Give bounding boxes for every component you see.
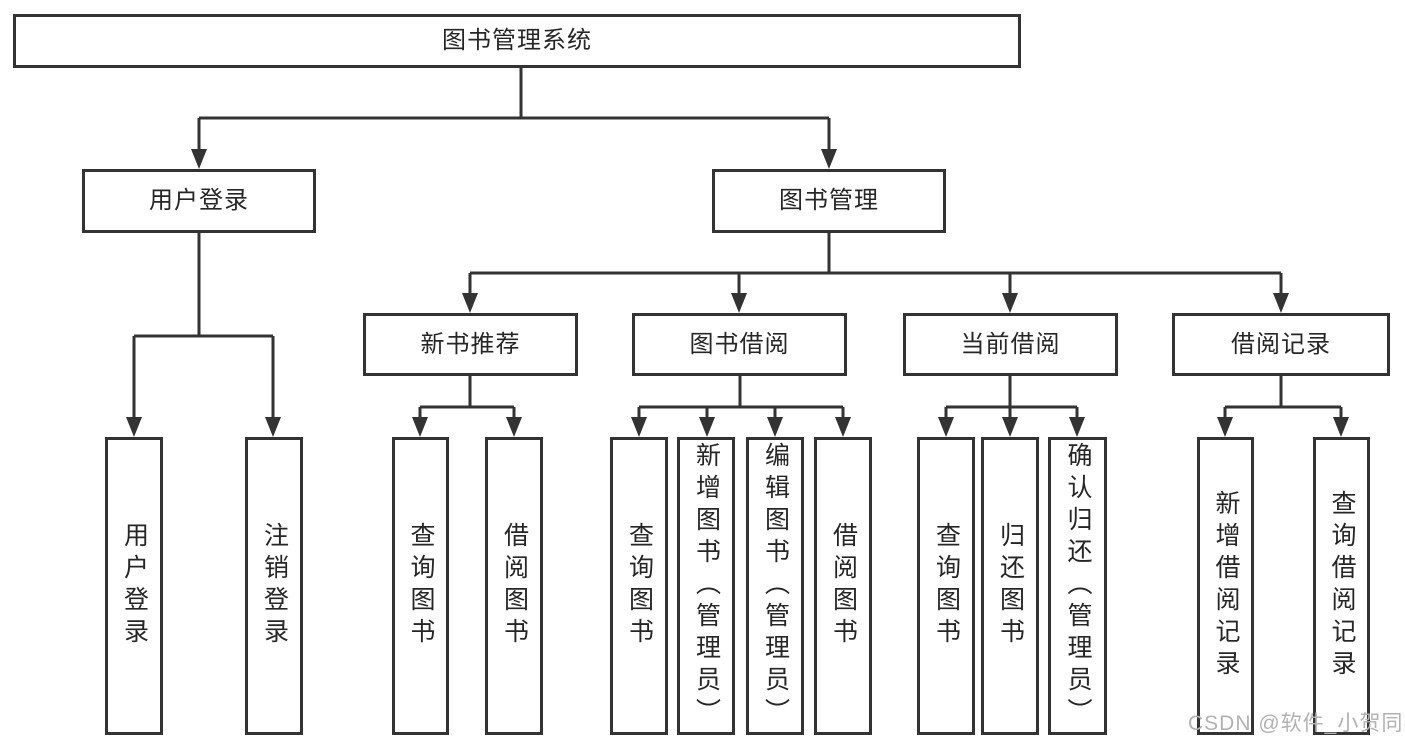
arrow-down-icon xyxy=(462,293,478,313)
node-logout-leaf-label: 注销登录 xyxy=(260,522,289,650)
arrow-down-icon xyxy=(126,417,142,437)
node-user-login-label: 用户登录 xyxy=(149,187,249,214)
node-nbr-borrow-books-label: 借阅图书 xyxy=(500,522,529,650)
arrow-down-icon xyxy=(191,149,207,169)
node-bb-add-books-admin-label: 新增图书（管理员） xyxy=(692,442,721,730)
arrow-down-icon xyxy=(1002,417,1018,437)
node-bb-query-books-label: 查询图书 xyxy=(625,522,654,650)
node-br-query-record: 查询借阅记录 xyxy=(1313,437,1370,735)
node-cb-query-books-label: 查询图书 xyxy=(932,522,961,650)
arrow-down-icon xyxy=(1002,293,1018,313)
arrow-down-icon xyxy=(506,417,522,437)
node-nbr-query-books-label: 查询图书 xyxy=(407,522,435,650)
connector-book-borrow-children xyxy=(637,376,845,418)
node-cb-confirm-return-admin-label: 确认归还（管理员） xyxy=(1064,442,1092,730)
arrow-down-icon xyxy=(412,417,428,437)
arrow-down-icon xyxy=(699,417,715,437)
arrow-down-icon xyxy=(821,149,837,169)
connector-current-borrow-children xyxy=(944,376,1079,418)
arrow-down-icon xyxy=(631,417,647,437)
connector-borrow-records-children xyxy=(1223,376,1343,418)
node-nbr-borrow-books: 借阅图书 xyxy=(485,437,543,735)
arrow-down-icon xyxy=(1333,417,1349,437)
arrow-down-icon xyxy=(767,417,783,437)
connector-new-book-recommend-children xyxy=(418,376,516,418)
node-book-borrow: 图书借阅 xyxy=(632,313,847,376)
arrow-down-icon xyxy=(1273,293,1289,313)
node-bb-borrow-books-label: 借阅图书 xyxy=(829,522,858,650)
node-cb-query-books: 查询图书 xyxy=(917,437,975,735)
node-bb-add-books-admin: 新增图书（管理员） xyxy=(677,437,735,735)
node-nbr-query-books: 查询图书 xyxy=(392,437,449,735)
node-user-login: 用户登录 xyxy=(82,169,316,233)
node-root-label: 图书管理系统 xyxy=(442,27,592,54)
node-bb-edit-books-admin-label: 编辑图书（管理员） xyxy=(761,442,790,730)
arrow-down-icon xyxy=(835,417,851,437)
node-current-borrow-label: 当前借阅 xyxy=(960,330,1061,358)
arrow-down-icon xyxy=(1069,417,1085,437)
node-cb-confirm-return-admin: 确认归还（管理员） xyxy=(1048,437,1107,735)
node-current-borrow: 当前借阅 xyxy=(903,313,1118,376)
node-user-login-leaf: 用户登录 xyxy=(105,437,163,735)
connector-user-login-children xyxy=(132,233,275,418)
node-book-management: 图书管理 xyxy=(712,169,946,233)
node-bb-borrow-books: 借阅图书 xyxy=(814,437,872,735)
node-logout-leaf: 注销登录 xyxy=(245,437,303,735)
connector-root-to-level2 xyxy=(197,68,831,150)
arrow-down-icon xyxy=(265,417,281,437)
node-user-login-leaf-label: 用户登录 xyxy=(120,522,149,650)
connector-book-management-children xyxy=(468,233,1283,294)
watermark: CSDN @软件_小贺同学 xyxy=(1188,712,1405,735)
arrow-down-icon xyxy=(1217,417,1233,437)
node-br-query-record-label: 查询借阅记录 xyxy=(1328,490,1356,682)
arrow-down-icon xyxy=(731,293,747,313)
node-book-management-label: 图书管理 xyxy=(779,187,879,214)
node-borrow-records-label: 借阅记录 xyxy=(1231,330,1331,358)
node-br-add-record-label: 新增借阅记录 xyxy=(1212,490,1240,682)
node-book-borrow-label: 图书借阅 xyxy=(689,330,790,358)
node-new-book-recommend: 新书推荐 xyxy=(363,313,578,376)
node-borrow-records: 借阅记录 xyxy=(1172,313,1390,376)
node-new-book-recommend-label: 新书推荐 xyxy=(420,330,521,358)
arrow-down-icon xyxy=(938,417,954,437)
node-bb-query-books: 查询图书 xyxy=(610,437,668,735)
node-root: 图书管理系统 xyxy=(13,14,1021,68)
node-cb-return-books: 归还图书 xyxy=(981,437,1039,735)
node-bb-edit-books-admin: 编辑图书（管理员） xyxy=(746,437,804,735)
node-cb-return-books-label: 归还图书 xyxy=(996,522,1025,650)
node-br-add-record: 新增借阅记录 xyxy=(1197,437,1254,735)
